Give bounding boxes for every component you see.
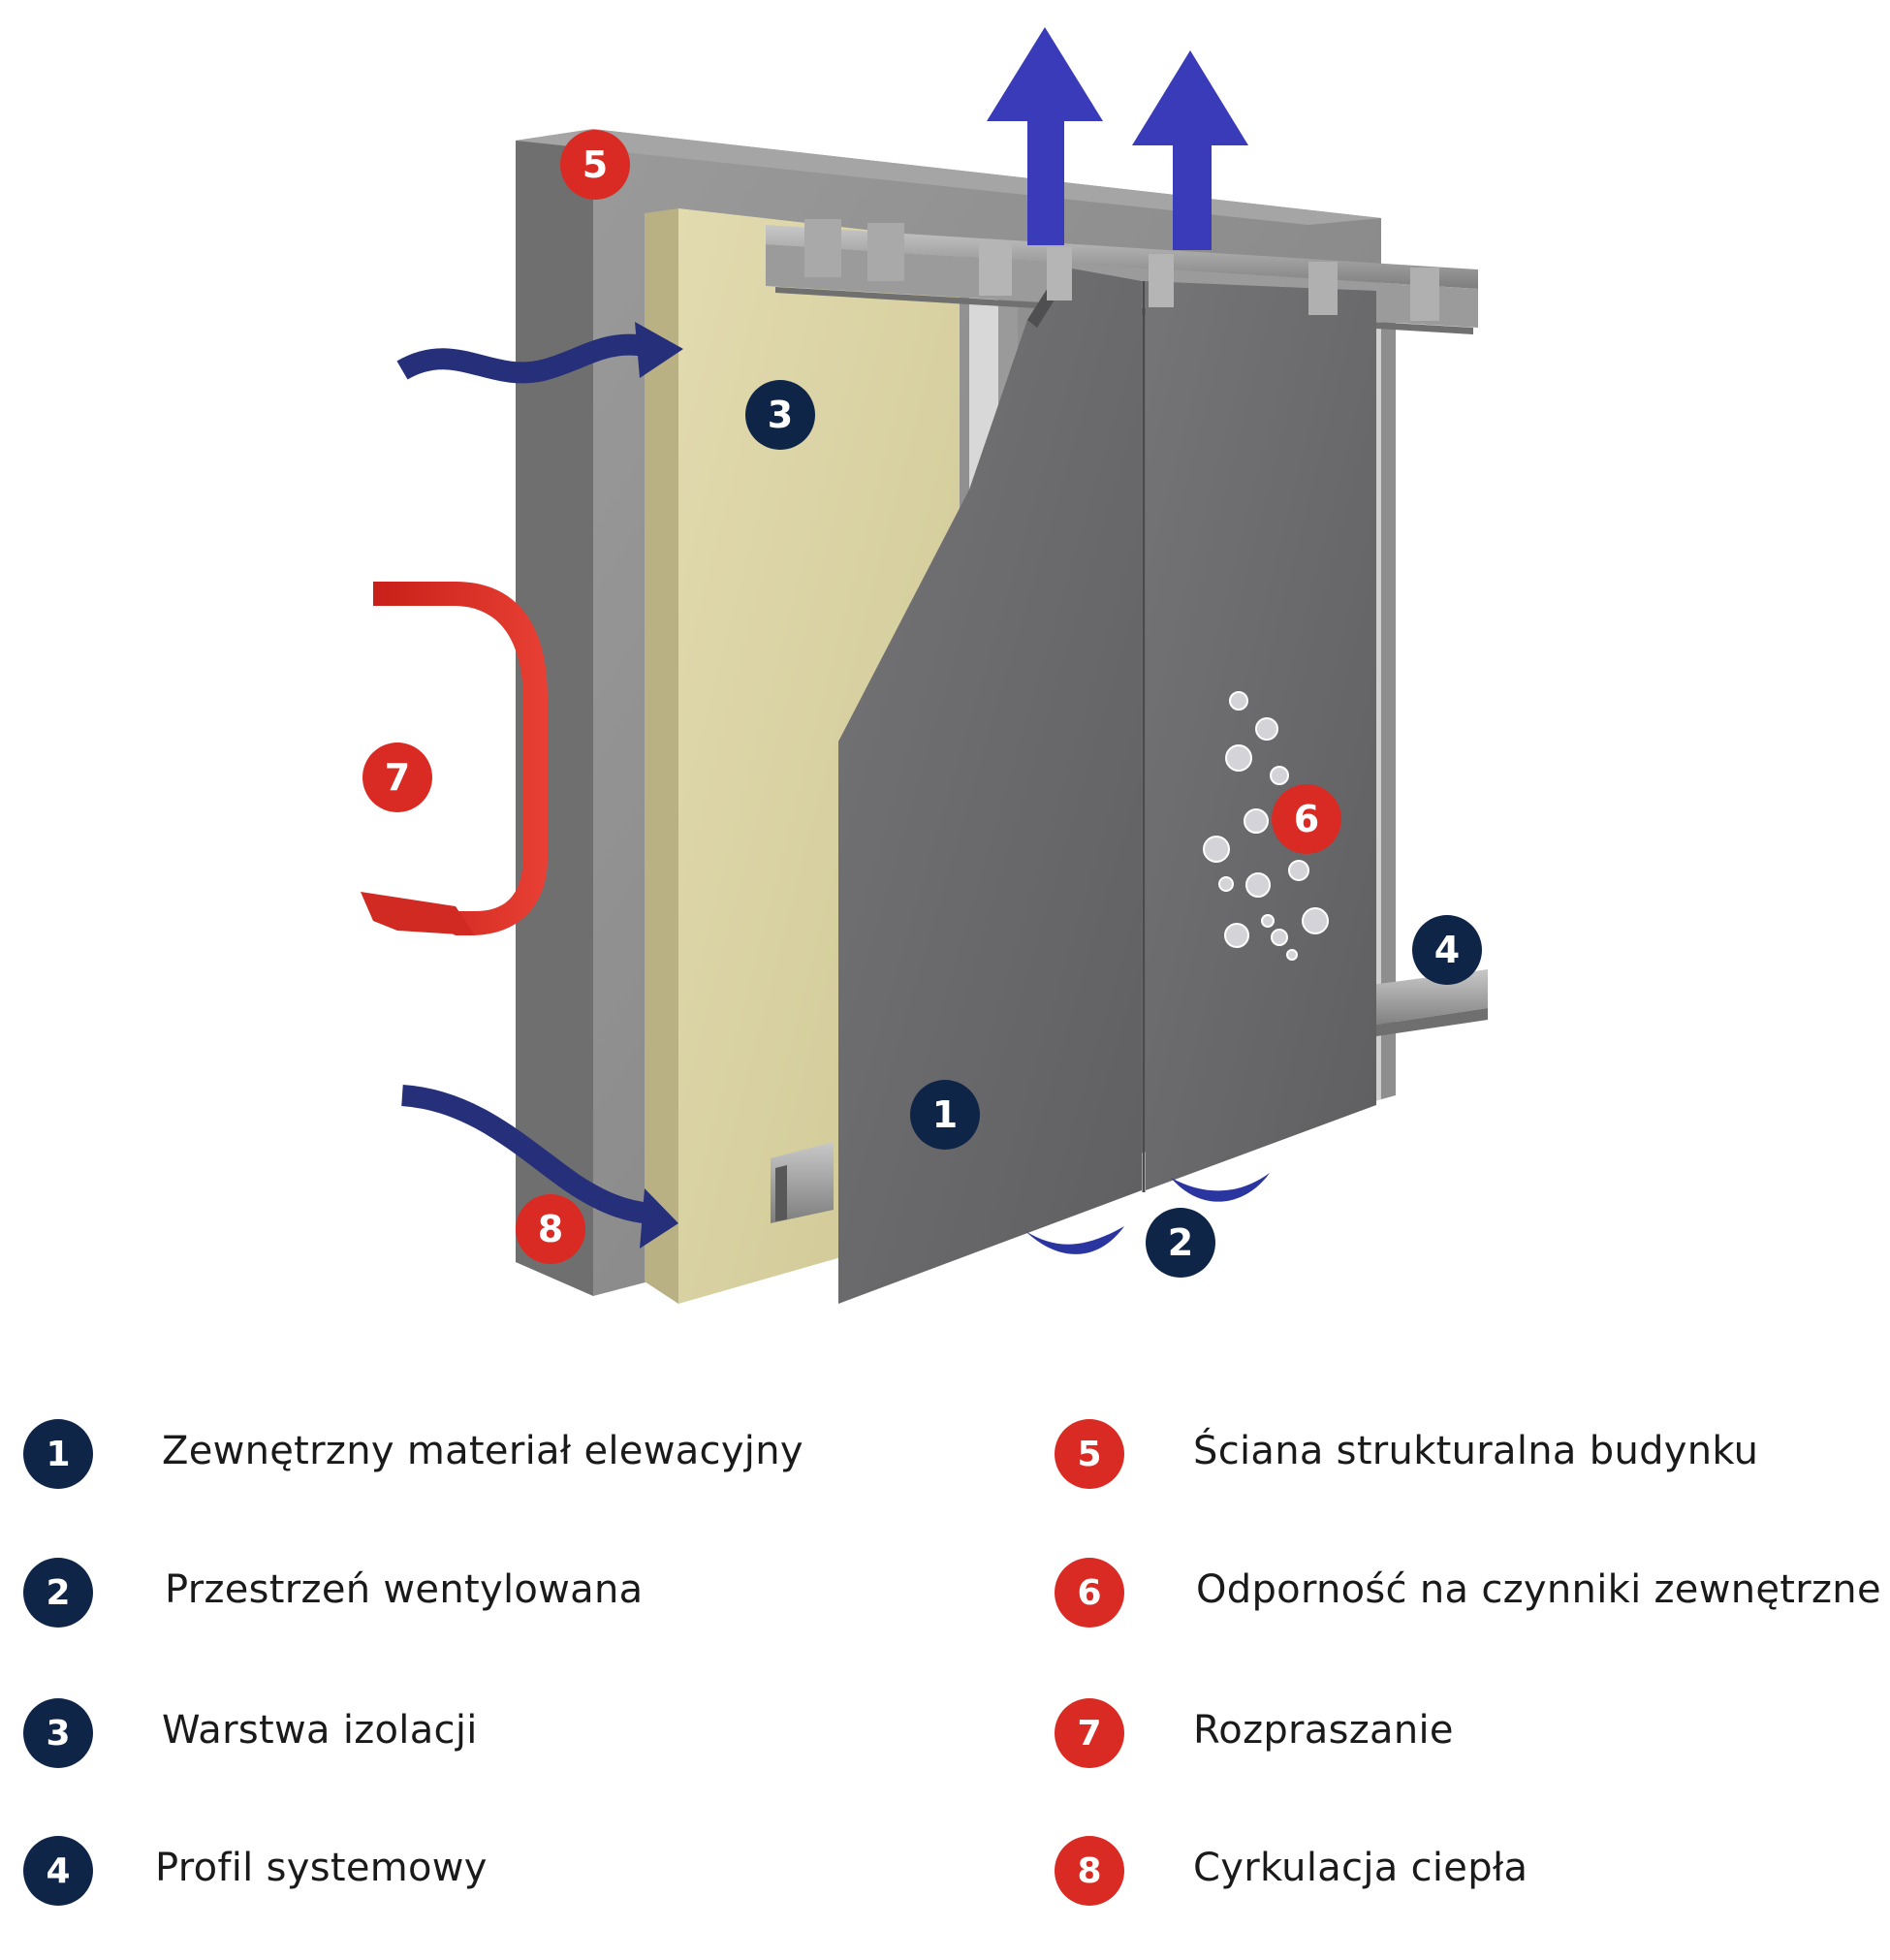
legend-label: Ściana strukturalna budynku	[1193, 1429, 1759, 1473]
diagram-markers: 1 2 3 4 5 6 7 8	[362, 130, 1482, 1278]
legend-label: Rozpraszanie	[1193, 1708, 1454, 1753]
marker-4: 4	[1412, 915, 1482, 985]
marker-circle	[1412, 915, 1482, 985]
exhaust-arrow-right-icon	[1132, 50, 1248, 250]
legend-badge: 7	[1055, 1698, 1124, 1768]
marker-8: 8	[516, 1194, 585, 1264]
legend-label: Profil systemowy	[155, 1846, 488, 1890]
marker-2: 2	[1146, 1208, 1215, 1278]
ventilation-intake	[1025, 1173, 1270, 1254]
marker-circle	[516, 1194, 585, 1264]
legend-label: Odporność na czynniki zewnętrzne	[1196, 1567, 1881, 1612]
marker-6: 6	[1272, 784, 1341, 854]
marker-5: 5	[560, 130, 630, 200]
legend-badge: 4	[23, 1836, 93, 1906]
dissipation-arrow	[361, 582, 548, 935]
marker-number: 2	[1168, 1221, 1193, 1264]
intake-airflow	[396, 322, 683, 1249]
facade-diagram: 1 2 3 4 5 6 7 8	[361, 27, 1488, 1304]
marker-7: 7	[362, 743, 432, 812]
dissipation-arrow-head-icon	[361, 892, 475, 935]
legend-badge: 8	[1055, 1836, 1124, 1906]
legend-badge: 3	[23, 1698, 93, 1768]
marker-number: 7	[385, 756, 410, 799]
legend-badge: 2	[23, 1558, 93, 1628]
legend-label: Warstwa izolacji	[162, 1708, 478, 1753]
marker-number: 8	[538, 1208, 563, 1250]
bottom-left-bracket	[771, 1142, 834, 1223]
rail-clips	[804, 219, 1439, 321]
exhaust-arrow-left-icon	[987, 27, 1103, 245]
legend-label: Cyrkulacja ciepła	[1193, 1846, 1528, 1890]
marker-number: 6	[1294, 798, 1319, 840]
exhaust-arrows	[987, 27, 1248, 250]
intake-arrow-bottom-icon	[640, 1188, 678, 1249]
marker-number: 1	[932, 1093, 958, 1136]
marker-3: 3	[745, 380, 815, 450]
marker-circle	[362, 743, 432, 812]
marker-number: 5	[583, 143, 608, 186]
water-droplets	[1203, 691, 1329, 961]
marker-circle	[1146, 1208, 1215, 1278]
marker-circle	[1272, 784, 1341, 854]
legend-badge: 1	[23, 1419, 93, 1489]
marker-number: 3	[768, 394, 793, 436]
legend-label: Zewnętrzny materiał elewacyjny	[162, 1429, 803, 1473]
intake-arrow-top-icon	[635, 322, 683, 378]
marker-circle	[745, 380, 815, 450]
legend-label: Przestrzeń wentylowana	[165, 1567, 644, 1612]
marker-circle	[910, 1080, 980, 1150]
marker-circle	[560, 130, 630, 200]
legend-badge: 6	[1055, 1558, 1124, 1628]
legend-badge: 5	[1055, 1419, 1124, 1489]
marker-number: 4	[1434, 929, 1460, 971]
marker-1: 1	[910, 1080, 980, 1150]
